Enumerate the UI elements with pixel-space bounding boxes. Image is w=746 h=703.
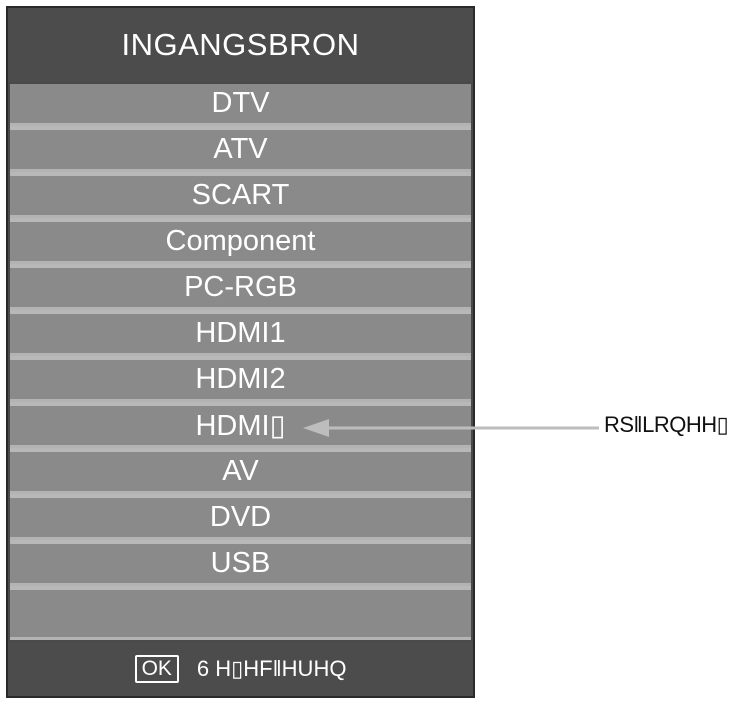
- source-item-dtv[interactable]: DTV: [10, 84, 471, 126]
- callout-arrow-icon: [303, 419, 599, 437]
- ok-key-icon: OK: [134, 655, 179, 683]
- callout-arrowhead: [303, 419, 329, 437]
- callout-label: RS‖LRQHH▯: [604, 412, 729, 437]
- source-item-usb[interactable]: USB: [10, 544, 471, 586]
- source-item-hdmi1[interactable]: HDMI1: [10, 314, 471, 356]
- input-source-menu: INGANGSBRON DTV ATV SCART Component PC-R…: [6, 6, 475, 698]
- source-item-empty: [10, 590, 471, 640]
- source-item-hdmi2[interactable]: HDMI2: [10, 360, 471, 402]
- source-item-av[interactable]: AV: [10, 452, 471, 494]
- source-item-scart[interactable]: SCART: [10, 176, 471, 218]
- menu-footer: OK 6 H▯HF‖HUHQ: [8, 642, 473, 696]
- menu-title: INGANGSBRON: [8, 8, 473, 82]
- footer-hint: 6 H▯HF‖HUHQ: [196, 656, 347, 681]
- source-list: DTV ATV SCART Component PC-RGB HDMI1 HDM…: [10, 84, 471, 640]
- source-item-atv[interactable]: ATV: [10, 130, 471, 172]
- source-item-pc-rgb[interactable]: PC-RGB: [10, 268, 471, 310]
- source-item-dvd[interactable]: DVD: [10, 498, 471, 540]
- source-item-component[interactable]: Component: [10, 222, 471, 264]
